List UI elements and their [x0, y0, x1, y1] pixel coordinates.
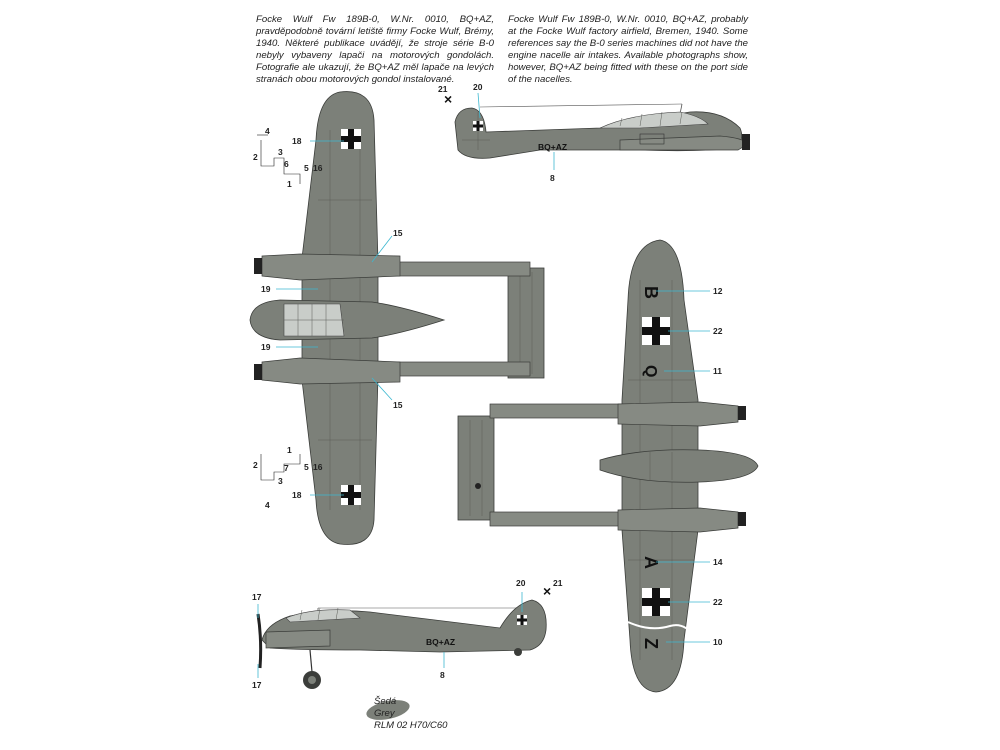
caption-czech: Focke Wulf Fw 189B-0, W.Nr. 0010, BQ+AZ,…: [256, 14, 494, 85]
callout-16-bottom: 16: [313, 462, 323, 472]
callout-19-bottom: 19: [261, 342, 271, 352]
callout-15-bottom: 15: [393, 400, 403, 410]
registration-side-bottom: BQ+AZ: [426, 637, 455, 647]
callout-22-upper: 22: [713, 326, 723, 336]
legend-rlm-code: RLM 02 H70/C60: [374, 720, 448, 731]
registration-side-top: BQ+AZ: [538, 142, 567, 152]
side-profile-top: BQ+AZ: [454, 103, 750, 159]
callout-5-bottom: 5: [304, 462, 309, 472]
callout-4-top: 4: [265, 126, 270, 136]
underside-letter-1: B: [641, 286, 661, 299]
callout-17-bottom: 17: [252, 680, 262, 690]
color-legend-swatch: [366, 700, 410, 720]
callout-2-top: 2: [253, 152, 258, 162]
callout-3-top: 3: [278, 147, 283, 157]
callout-leaders: [257, 92, 710, 678]
callout-20-top: 20: [473, 82, 483, 92]
callout-21-bottom: 21: [553, 578, 563, 588]
callout-8-top: 8: [550, 173, 555, 183]
callout-4-bottom: 4: [265, 500, 270, 510]
callout-12: 12: [713, 286, 723, 296]
legend-czech: Šedá: [374, 696, 397, 707]
underside-letter-4: Z: [641, 638, 661, 649]
under-view: B Q A Z: [457, 239, 759, 693]
callout-20-bottom: 20: [516, 578, 526, 588]
cross-mark-top: ×: [444, 91, 452, 107]
callout-3-bottom: 3: [278, 476, 283, 486]
bracket-diagram-top: 4 2 3 6 5 16 1: [253, 126, 323, 189]
callout-8-bottom: 8: [440, 670, 445, 680]
callout-17-top: 17: [252, 592, 262, 602]
callout-6-top: 6: [284, 159, 289, 169]
callout-10: 10: [713, 637, 723, 647]
callout-numbers: 18 15 19 19 15 18 12 22 11 14 22 10 21 ×…: [252, 82, 723, 690]
cross-mark-bottom: ×: [543, 583, 551, 599]
callout-21-top: 21: [438, 84, 448, 94]
underside-letter-3: A: [641, 556, 661, 569]
caption-english: Focke Wulf Fw 189B-0, W.Nr. 0010, BQ+AZ,…: [508, 14, 748, 85]
callout-18-bottom: 18: [292, 490, 302, 500]
bracket-diagram-bottom: 1 2 7 5 16 3 4: [253, 445, 323, 510]
callout-1-bottom: 1: [287, 445, 292, 455]
top-view: [249, 91, 545, 545]
underside-letter-2: Q: [642, 365, 659, 377]
callout-11: 11: [713, 366, 722, 376]
callout-22-lower: 22: [713, 597, 723, 607]
callout-7-bottom: 7: [284, 463, 289, 473]
legend-english: Grey: [374, 708, 395, 719]
side-profile-bottom: BQ+AZ: [256, 599, 547, 689]
callout-15-top: 15: [393, 228, 403, 238]
callout-1-top: 1: [287, 179, 292, 189]
callout-19-top: 19: [261, 284, 271, 294]
callout-18-top: 18: [292, 136, 302, 146]
callout-14: 14: [713, 557, 723, 567]
callout-2-bottom: 2: [253, 460, 258, 470]
callout-5-top: 5: [304, 163, 309, 173]
callout-16-top: 16: [313, 163, 323, 173]
